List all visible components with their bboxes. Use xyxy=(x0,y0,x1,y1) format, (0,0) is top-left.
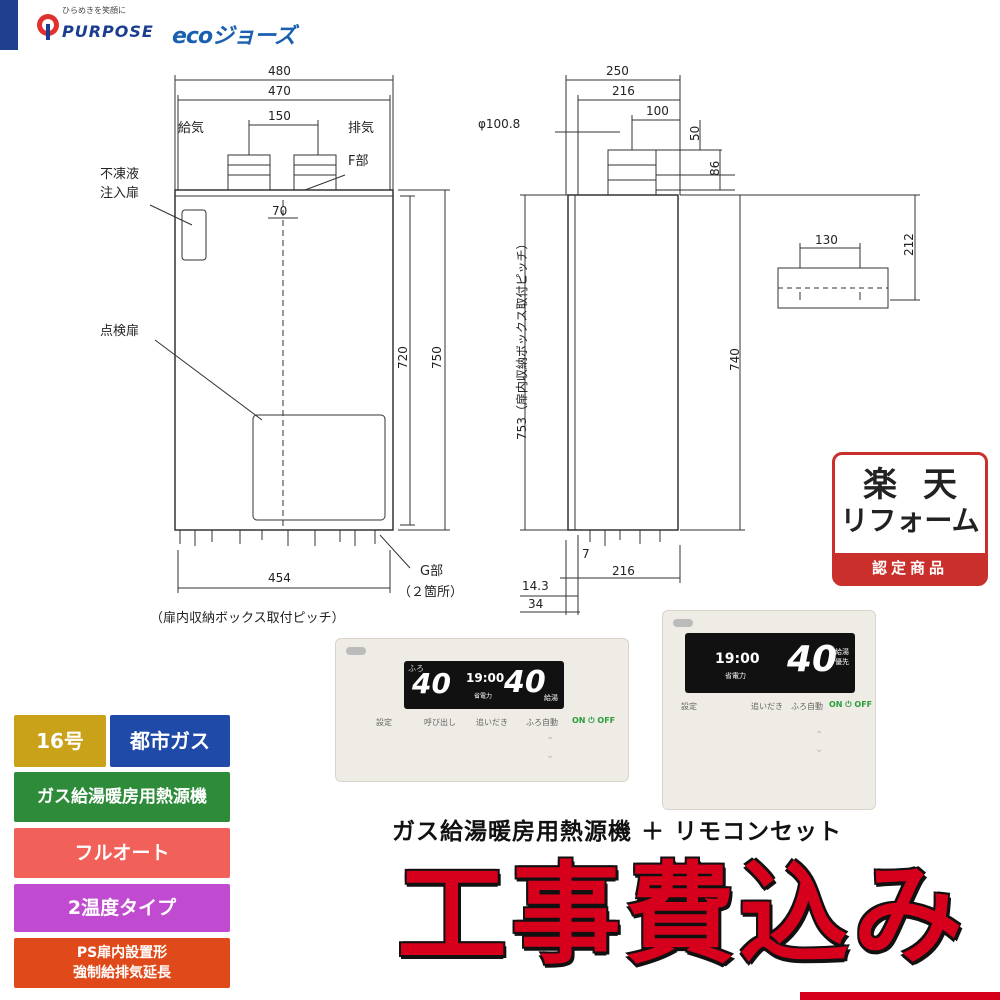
badge-install: PS扉内設置形 強制給排気延長 xyxy=(14,938,230,988)
label-pitch: （扉内収納ボックス取付ピッチ） xyxy=(150,610,345,626)
bath-power-button[interactable]: ON ⏻ OFF xyxy=(572,716,616,725)
dim-7: 7 xyxy=(582,547,590,561)
bath-button-call[interactable]: 呼び出し xyxy=(424,718,456,727)
kitchen-screen-temp: 40 xyxy=(787,639,838,680)
product-caption: ガス給湯暖房用熱源機 ＋ リモコンセット xyxy=(392,819,843,845)
dim-150: 150 xyxy=(268,109,291,123)
dim-480: 480 xyxy=(268,64,291,78)
kitchen-screen-unit: 給湯 優先 xyxy=(835,648,849,666)
kitchen-up-down-icon[interactable]: ⌃⌄ xyxy=(815,730,824,755)
bath-screen-left: 40 xyxy=(412,667,451,700)
bath-up-down-icon[interactable]: ⌃⌄ xyxy=(546,736,555,761)
bath-button-setting[interactable]: 設定 xyxy=(376,718,392,727)
brand-color-bar xyxy=(0,0,18,50)
badge-gas: 都市ガス xyxy=(110,715,230,767)
dim-phi: φ100.8 xyxy=(478,117,520,131)
remote-logo-icon xyxy=(673,619,693,627)
dim-70: 70 xyxy=(272,204,287,218)
bath-remote-screen: ふろ 40 19:00 省電力 40 給湯 xyxy=(404,661,564,709)
dim-720: 720 xyxy=(396,346,410,369)
eco-jozu-logo: ecoジョーズ xyxy=(172,24,296,49)
label-antifreeze-1: 不凍液 xyxy=(100,166,139,182)
technical-drawing: 480 470 150 給気 排気 F部 不凍液 注入扉 70 点検扉 720 … xyxy=(100,64,920,626)
dim-750: 750 xyxy=(430,346,444,369)
bath-screen-time: 19:00 xyxy=(466,671,505,685)
badge-install-line2: 強制給排気延長 xyxy=(73,965,171,981)
bath-button-reheat[interactable]: 追いだき xyxy=(476,718,508,727)
rakuten-line3: 認定商品 xyxy=(835,553,985,583)
kitchen-remote-screen: 19:00 省電力 40 給湯 優先 xyxy=(685,633,855,693)
kitchen-button-auto[interactable]: ふろ自動 xyxy=(791,702,823,711)
dim-216-top: 216 xyxy=(612,84,635,98)
purpose-logo-icon xyxy=(37,14,59,40)
kitchen-remote: 19:00 省電力 40 給湯 優先 設定 追いだき ふろ自動 ON ⏻ OFF… xyxy=(662,610,876,810)
dim-250: 250 xyxy=(606,64,629,78)
bath-screen-small: ふろ xyxy=(408,664,424,673)
dim-50: 50 xyxy=(688,126,702,141)
label-g-count: （２箇所） xyxy=(398,584,463,600)
dim-14-3: 14.3 xyxy=(522,579,549,593)
brand-name: PURPOSE xyxy=(62,22,154,41)
label-g-part: G部 xyxy=(420,564,443,579)
dim-86: 86 xyxy=(708,161,722,176)
badge-install-line1: PS扉内設置形 xyxy=(76,945,168,961)
dim-100: 100 xyxy=(646,104,669,118)
kitchen-screen-eco: 省電力 xyxy=(725,672,746,680)
brand-tagline: ひらめきを笑顔に xyxy=(62,6,126,15)
bath-screen-right: 40 xyxy=(504,665,546,700)
badge-type: ガス給湯暖房用熱源機 xyxy=(14,772,230,822)
footer-accent-bar xyxy=(800,992,1000,1000)
label-f-part: F部 xyxy=(348,154,368,169)
dim-130: 130 xyxy=(815,233,838,247)
remote-logo-icon xyxy=(346,647,366,655)
bath-screen-unit: 給湯 xyxy=(544,694,558,702)
badge-size: 16号 xyxy=(14,715,106,767)
dim-454: 454 xyxy=(268,571,291,585)
dim-740: 740 xyxy=(728,348,742,371)
label-inspection: 点検扉 xyxy=(100,323,139,339)
dim-216-bottom: 216 xyxy=(612,564,635,578)
rakuten-line2: リフォーム xyxy=(840,504,980,537)
bath-screen-eco: 省電力 xyxy=(474,693,493,700)
kitchen-button-setting[interactable]: 設定 xyxy=(681,702,697,711)
dim-470: 470 xyxy=(268,84,291,98)
kitchen-button-reheat[interactable]: 追いだき xyxy=(751,702,783,711)
dim-212: 212 xyxy=(902,233,916,256)
dim-753: 753（扉内収納ボックス取付ピッチ） xyxy=(515,237,529,440)
label-intake: 給気 xyxy=(178,120,204,136)
kitchen-screen-time: 19:00 xyxy=(715,651,760,667)
badge-mode: フルオート xyxy=(14,828,230,878)
rakuten-line1: 楽天 xyxy=(863,465,983,505)
dim-34: 34 xyxy=(528,597,543,611)
label-exhaust: 排気 xyxy=(348,120,374,136)
label-antifreeze-2: 注入扉 xyxy=(100,185,139,201)
bath-remote: ふろ 40 19:00 省電力 40 給湯 設定 呼び出し 追いだき ふろ自動 … xyxy=(335,638,629,782)
bath-button-auto[interactable]: ふろ自動 xyxy=(526,718,558,727)
rakuten-certified-badge: 楽天 リフォーム 認定商品 xyxy=(832,452,988,586)
headline-construction-included: 工事費込み xyxy=(397,851,967,979)
kitchen-power-button[interactable]: ON ⏻ OFF xyxy=(829,700,873,709)
badge-temp: 2温度タイプ xyxy=(14,884,230,932)
